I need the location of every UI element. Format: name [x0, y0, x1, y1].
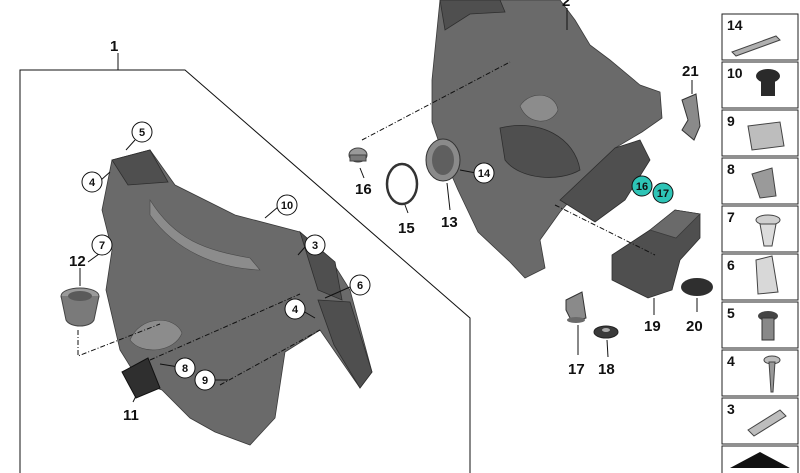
circled-callout-4-left: 4	[81, 171, 103, 193]
group-1-bracket	[19, 69, 471, 473]
svg-text:6: 6	[727, 257, 735, 273]
highlighted-callout-16: 16	[631, 175, 653, 197]
legend-box-10: 10	[721, 61, 799, 109]
part-18-grommet	[593, 325, 619, 339]
right-side-trim-panel	[431, 0, 663, 279]
dash-8	[149, 293, 301, 361]
highlighted-callout-17: 17	[652, 182, 674, 204]
legend-box-arrow	[721, 445, 799, 473]
legend-box-5: 5	[721, 301, 799, 349]
callout-1: 1	[110, 38, 118, 55]
circled-callout-4-right: 4	[284, 298, 306, 320]
svg-text:8: 8	[727, 161, 735, 177]
svg-text:14: 14	[727, 17, 743, 33]
callout-16: 16	[355, 181, 372, 198]
callout-17: 17	[568, 361, 585, 378]
part-12-dash-line	[77, 323, 161, 357]
svg-text:10: 10	[281, 200, 293, 212]
svg-text:10: 10	[727, 65, 743, 81]
svg-text:14: 14	[478, 168, 491, 180]
callout-13: 13	[441, 214, 458, 231]
svg-text:4: 4	[292, 304, 299, 316]
circled-callout-14: 14	[473, 162, 495, 184]
part-13-speaker-grille	[425, 138, 461, 182]
callout-19: 19	[644, 318, 661, 335]
callout-12: 12	[69, 253, 86, 270]
part-15-ring	[385, 162, 419, 206]
part-11-cover	[121, 357, 161, 399]
legend-box-8: 8	[721, 157, 799, 205]
circled-callout-10: 10	[276, 194, 298, 216]
part-12-cup	[60, 287, 100, 327]
part-19-bracket	[611, 209, 701, 299]
circled-callout-8: 8	[174, 357, 196, 379]
callout-20: 20	[686, 318, 703, 335]
callout-18: 18	[598, 361, 615, 378]
circled-callout-6: 6	[349, 274, 371, 296]
circled-callout-5: 5	[131, 121, 153, 143]
legend-box-9: 9	[721, 109, 799, 157]
circled-callout-7: 7	[91, 234, 113, 256]
leader-lines	[79, 8, 698, 403]
svg-text:4: 4	[89, 177, 96, 189]
legend-box-3: 3	[721, 397, 799, 445]
part-21-bracket	[681, 93, 701, 141]
circled-callout-9: 9	[194, 369, 216, 391]
legend-box-4: 4	[721, 349, 799, 397]
dash-19	[554, 204, 656, 256]
svg-text:7: 7	[99, 240, 105, 252]
svg-text:8: 8	[182, 363, 188, 375]
legend-box-7: 7	[721, 205, 799, 253]
svg-text:4: 4	[727, 353, 735, 369]
part-17-clip	[565, 291, 587, 323]
svg-text:6: 6	[357, 280, 363, 292]
part-16-cap	[348, 147, 368, 163]
dash-16	[361, 61, 511, 141]
svg-text:17: 17	[657, 188, 669, 200]
part-20-disc	[681, 278, 713, 296]
svg-text:9: 9	[202, 375, 208, 387]
svg-text:5: 5	[139, 127, 145, 139]
callout-2: 2	[562, 0, 570, 10]
svg-text:3: 3	[312, 240, 318, 252]
callout-21: 21	[682, 63, 699, 80]
circled-callout-3: 3	[304, 234, 326, 256]
callout-15: 15	[398, 220, 415, 237]
dash-9	[219, 329, 321, 386]
legend-box-6: 6	[721, 253, 799, 301]
parts-legend: 14 10 9 8 7 6	[721, 13, 799, 473]
svg-text:16: 16	[636, 181, 648, 193]
callout-11: 11	[123, 407, 139, 424]
svg-text:3: 3	[727, 401, 735, 417]
legend-box-14: 14	[721, 13, 799, 61]
left-side-trim-panel	[101, 149, 373, 446]
svg-text:5: 5	[727, 305, 735, 321]
svg-text:9: 9	[727, 113, 735, 129]
svg-text:7: 7	[727, 209, 735, 225]
